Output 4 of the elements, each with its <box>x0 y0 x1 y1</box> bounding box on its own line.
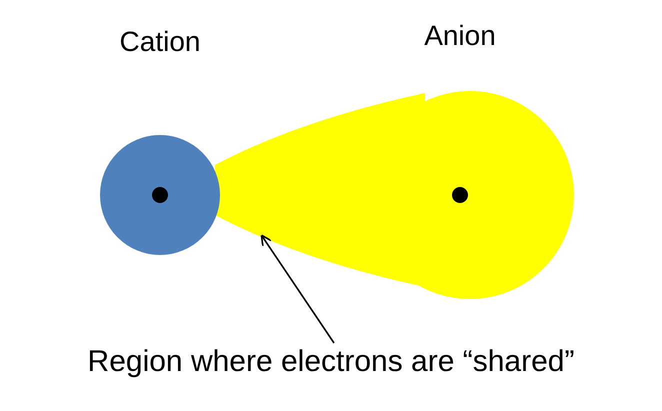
cation-label: Cation <box>120 26 200 58</box>
anion-label: Anion <box>424 20 496 52</box>
leader-arrow <box>260 234 335 344</box>
region-caption: Region where electrons are “shared” <box>88 345 574 379</box>
